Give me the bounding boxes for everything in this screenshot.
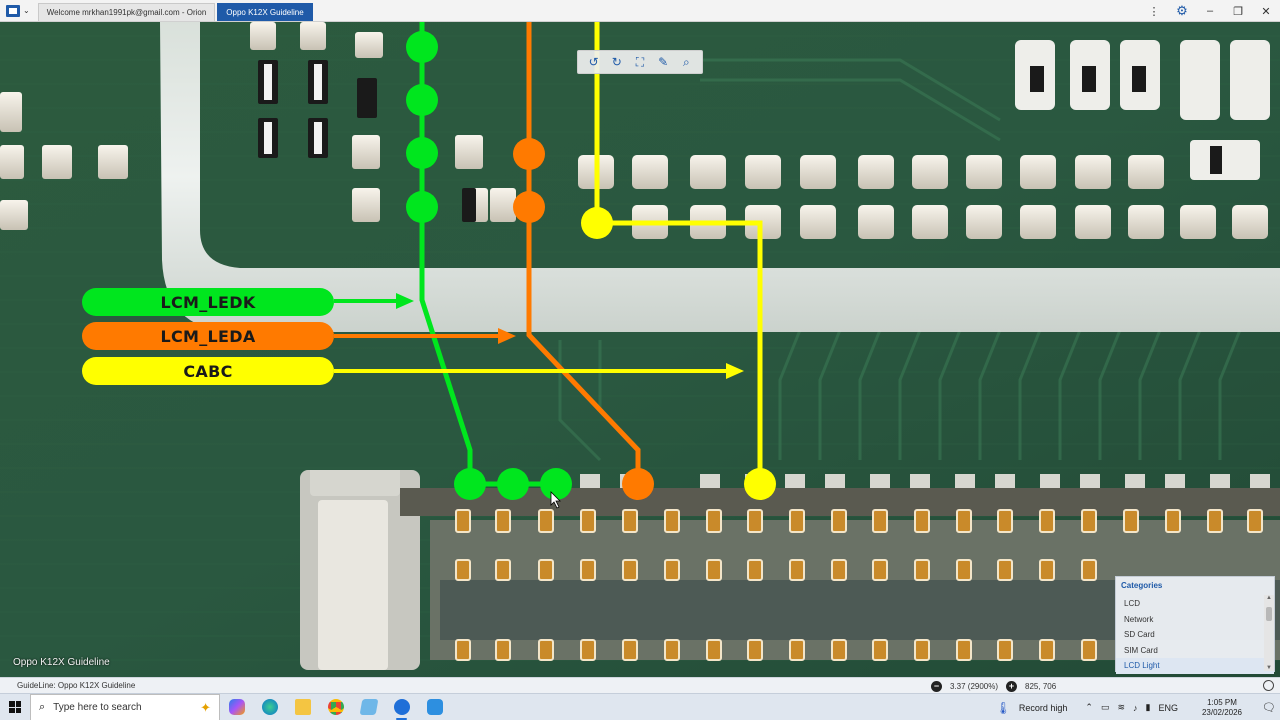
clock[interactable]: 1:05 PM 23/02/2026 [1192, 698, 1252, 718]
category-item-lcd-light[interactable]: LCD Light [1116, 658, 1274, 674]
start-button[interactable] [0, 694, 30, 720]
clock-date: 23/02/2026 [1201, 707, 1243, 717]
volume-icon[interactable]: ♪ [1133, 702, 1138, 713]
taskbar-search[interactable]: ⌕ Type here to search ✦ [30, 693, 220, 720]
system-tray: 🌡 Record high ⌃ ▭ ≋ ♪ ▮ ENG 1:05 PM 23/0… [988, 694, 1280, 720]
wifi-icon[interactable]: ≋ [1117, 702, 1126, 712]
search-placeholder: Type here to search [53, 701, 142, 713]
categories-panel: Categories LCD Network SD Card SIM Card … [1115, 576, 1275, 674]
close-button[interactable]: ✕ [1261, 5, 1271, 18]
tab-oppo-k12x-guideline[interactable]: Oppo K12X Guideline [217, 2, 313, 21]
search-icon[interactable]: ⌕ [682, 54, 690, 69]
category-item-sd-card[interactable]: SD Card [1124, 630, 1155, 639]
guideline-status: GuideLine: Oppo K12X Guideline [17, 681, 136, 690]
signal-label-lcm-ledk: LCM_LEDK [82, 288, 334, 316]
rotate-right-icon[interactable]: ↻ [611, 55, 622, 69]
more-menu-icon[interactable]: ⋮ [1148, 5, 1160, 18]
language-indicator[interactable]: ENG [1158, 702, 1178, 713]
status-globe-icon[interactable] [1263, 680, 1274, 691]
windows-logo-icon [9, 701, 21, 713]
taskbar-app-edge[interactable] [253, 694, 286, 720]
notes-icon [359, 699, 378, 715]
taskbar-app-copilot[interactable] [220, 694, 253, 720]
status-bar: GuideLine: Oppo K12X Guideline − 3.37 (2… [0, 677, 1280, 693]
title-bar: ⌄ Welcome mrkhan1991pk@gmail.com - Orion… [0, 0, 1280, 22]
signal-label-cabc: CABC [82, 357, 334, 385]
signal-label-lcm-leda: LCM_LEDA [82, 322, 334, 350]
copilot-icon [228, 699, 245, 715]
app-menu-caret-icon[interactable]: ⌄ [23, 6, 30, 15]
categories-header: Categories [1121, 581, 1163, 590]
network-icon[interactable]: ▭ [1100, 702, 1110, 712]
signal-path-cabc [334, 22, 776, 500]
pcb-photo [0, 22, 1280, 677]
weather-status[interactable]: Record high [1018, 702, 1068, 713]
folder-icon [294, 699, 311, 715]
taskbar-app-chrome[interactable] [319, 694, 352, 720]
categories-scrollbar[interactable]: ▲ ▼ [1264, 595, 1274, 671]
zoom-in-button[interactable]: + [1006, 680, 1018, 692]
zoom-controls: − 3.37 (2900%) + 825, 706 [931, 678, 1056, 694]
thermometer-icon[interactable]: 🌡 [995, 700, 1011, 715]
scroll-down-icon[interactable]: ▼ [1266, 665, 1272, 671]
taskbar-app-camera[interactable] [418, 694, 451, 720]
zoom-out-button[interactable]: − [931, 680, 942, 692]
search-icon: ⌕ [39, 700, 46, 713]
camera-icon [426, 699, 443, 715]
window-controls: ⋮ ⚙ – ❐ ✕ [1140, 0, 1280, 22]
tab-welcome[interactable]: Welcome mrkhan1991pk@gmail.com - Orion [37, 2, 216, 21]
mouse-cursor-icon [550, 491, 561, 509]
app-logo-icon[interactable] [6, 4, 20, 17]
pen-icon[interactable]: ✎ [658, 55, 669, 69]
category-item-network[interactable]: Network [1124, 614, 1154, 624]
zoom-level: 3.37 (2900%) [950, 681, 999, 691]
taskbar-app-file-explorer[interactable] [286, 694, 319, 720]
fit-screen-icon[interactable]: ⛶ [635, 54, 645, 69]
clock-time: 1:05 PM [1207, 697, 1237, 707]
category-item-lcd[interactable]: LCD [1124, 599, 1141, 608]
battery-icon[interactable]: ▮ [1145, 702, 1151, 712]
orion-gear-icon [393, 699, 410, 715]
windows-taskbar: ⌕ Type here to search ✦ 🌡 Record high ⌃ … [0, 693, 1280, 720]
signal-path-lcm-leda [334, 22, 654, 500]
copilot-sparkle-icon: ✦ [200, 699, 211, 715]
chrome-icon [327, 699, 344, 715]
tray-overflow-icon[interactable]: ⌃ [1085, 702, 1093, 712]
scroll-up-icon[interactable]: ▲ [1266, 595, 1272, 601]
signal-path-lcm-ledk [334, 22, 572, 500]
rotate-left-icon[interactable]: ↺ [588, 55, 599, 69]
notification-icon[interactable]: 🗨 [1262, 702, 1276, 714]
category-item-sim-card[interactable]: SIM Card [1124, 645, 1158, 655]
cursor-coords: 825, 706 [1025, 681, 1057, 691]
viewer-toolbar: ↺ ↻ ⛶ ✎ ⌕ [577, 50, 703, 74]
taskbar-app-orion[interactable] [385, 694, 418, 720]
scroll-thumb[interactable] [1266, 607, 1272, 621]
pcb-image-viewer[interactable]: ↺ ↻ ⛶ ✎ ⌕ [0, 22, 1280, 677]
restore-button[interactable]: ❐ [1233, 5, 1243, 18]
minimize-button[interactable]: – [1206, 5, 1214, 17]
guideline-watermark: Oppo K12X Guideline [13, 657, 110, 668]
taskbar-app-notes[interactable] [352, 694, 385, 720]
gear-icon[interactable]: ⚙ [1176, 3, 1188, 18]
edge-icon [261, 699, 278, 715]
